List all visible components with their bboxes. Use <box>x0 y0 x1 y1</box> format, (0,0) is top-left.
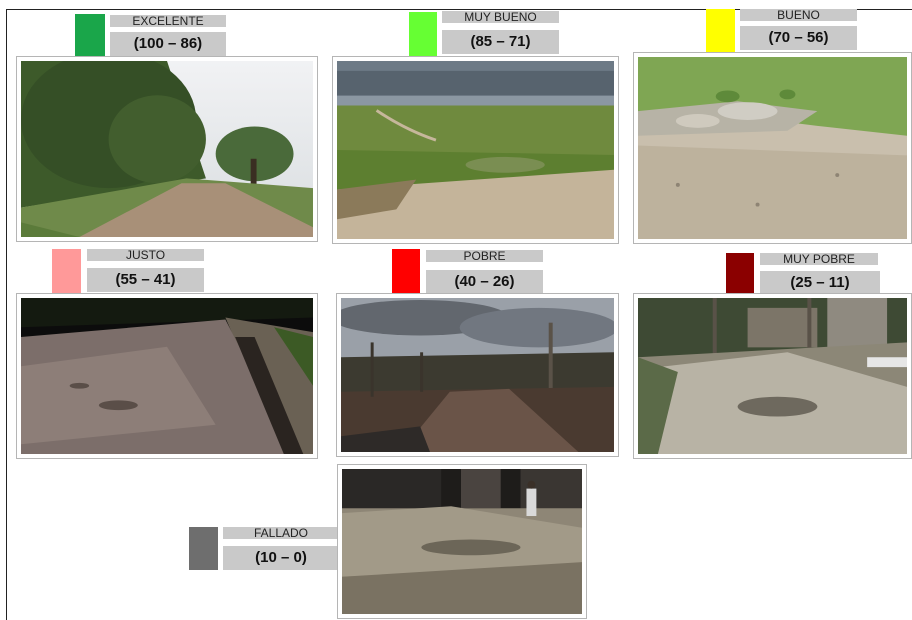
road-scene-excelente-image <box>21 61 313 237</box>
color-swatch-muy-pobre <box>726 253 754 297</box>
color-swatch-pobre <box>392 249 420 294</box>
color-swatch-muy-bueno <box>409 12 437 57</box>
color-swatch-justo <box>52 249 81 293</box>
road-photo-justo <box>16 293 318 459</box>
road-photo-fallado <box>337 464 587 619</box>
road-scene-pobre-image <box>341 298 614 452</box>
category-range-pobre: (40 – 26) <box>426 270 543 294</box>
category-label-fallado: FALLADO <box>223 527 339 539</box>
road-scene-muy-bueno-image <box>337 61 614 239</box>
category-range-excelente: (100 – 86) <box>110 32 226 56</box>
road-photo-muy-pobre <box>633 293 912 459</box>
category-label-excelente: EXCELENTE <box>110 15 226 27</box>
road-photo-pobre <box>336 293 619 457</box>
road-photo-bueno <box>633 52 912 244</box>
road-photo-excelente <box>16 56 318 242</box>
category-label-muy-pobre: MUY POBRE <box>760 253 878 265</box>
road-scene-muy-pobre-image <box>638 298 907 454</box>
category-label-bueno: BUENO <box>740 9 857 21</box>
category-range-bueno: (70 – 56) <box>740 26 857 50</box>
category-label-muy-bueno: MUY BUENO <box>442 11 559 23</box>
category-range-muy-pobre: (25 – 11) <box>760 271 880 295</box>
category-range-muy-bueno: (85 – 71) <box>442 30 559 54</box>
category-range-justo: (55 – 41) <box>87 268 204 292</box>
road-photo-muy-bueno <box>332 56 619 244</box>
road-scene-justo-image <box>21 298 313 454</box>
category-label-pobre: POBRE <box>426 250 543 262</box>
road-scene-fallado-image <box>342 469 582 614</box>
category-range-fallado: (10 – 0) <box>223 546 339 570</box>
color-swatch-excelente <box>75 14 105 58</box>
color-swatch-bueno <box>706 9 735 52</box>
color-swatch-fallado <box>189 527 218 570</box>
category-label-justo: JUSTO <box>87 249 204 261</box>
figure-frame <box>6 9 912 620</box>
road-scene-bueno-image <box>638 57 907 239</box>
